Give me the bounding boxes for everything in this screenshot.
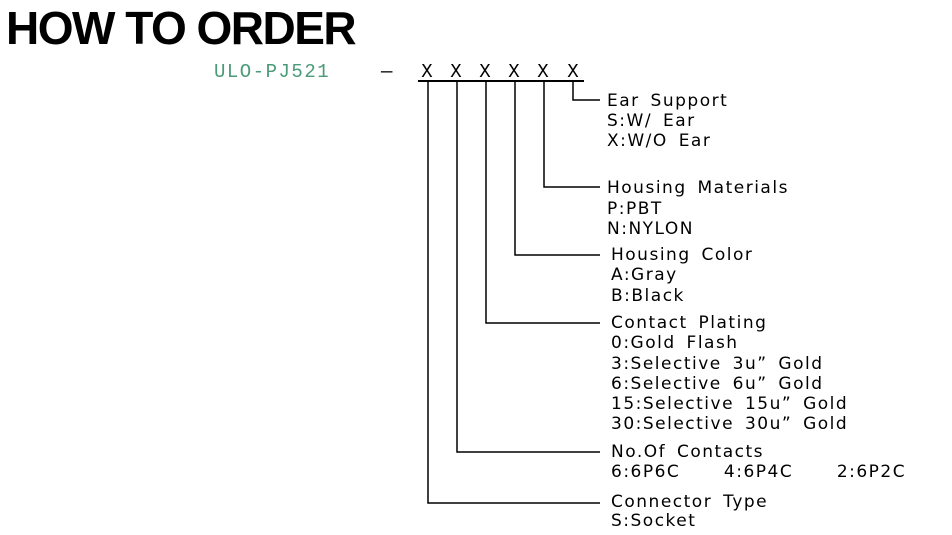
field-option: P:PBT — [607, 199, 663, 219]
field-option: A:Gray — [611, 265, 678, 285]
field-option: 15:Selective 15u” Gold — [611, 394, 849, 414]
field-heading-contacts: No.Of Contacts — [611, 442, 764, 462]
part-number: ULO-PJ521 — [214, 61, 331, 83]
code-position-contacts: X — [450, 61, 462, 83]
field-option: 30:Selective 30u” Gold — [611, 414, 849, 434]
field-option: 6:6P6C 4:6P4C 2:6P2C — [611, 462, 907, 482]
leader-ear-support — [572, 82, 600, 101]
code-position-ear-support: X — [567, 61, 579, 83]
field-option: X:W/O Ear — [607, 131, 712, 151]
leader-housing-color — [514, 82, 600, 256]
part-separator: — — [381, 61, 393, 83]
code-underline — [418, 80, 584, 82]
field-option: 3:Selective 3u” Gold — [611, 354, 824, 374]
leader-contacts — [456, 82, 600, 453]
field-heading-ear-support: Ear Support — [607, 91, 729, 111]
field-option: S:Socket — [611, 511, 697, 531]
field-option: 0:Gold Flash — [611, 333, 739, 353]
leader-contact-plating — [485, 82, 600, 324]
field-heading-housing-materials: Housing Materials — [607, 178, 789, 198]
field-option: N:NYLON — [607, 219, 695, 239]
leader-housing-materials — [543, 82, 600, 188]
field-heading-housing-color: Housing Color — [611, 245, 754, 265]
leader-connector-type — [427, 82, 600, 504]
code-position-housing-color: X — [508, 61, 520, 83]
code-position-contact-plating: X — [479, 61, 491, 83]
field-option: B:Black — [611, 286, 685, 306]
field-option: 6:Selective 6u” Gold — [611, 374, 824, 394]
page-title: HOW TO ORDER — [6, 2, 357, 54]
field-heading-connector-type: Connector Type — [611, 492, 769, 512]
field-option: S:W/ Ear — [607, 111, 696, 131]
code-position-connector-type: X — [421, 61, 433, 83]
field-heading-contact-plating: Contact Plating — [611, 313, 768, 333]
code-position-housing-materials: X — [537, 61, 549, 83]
